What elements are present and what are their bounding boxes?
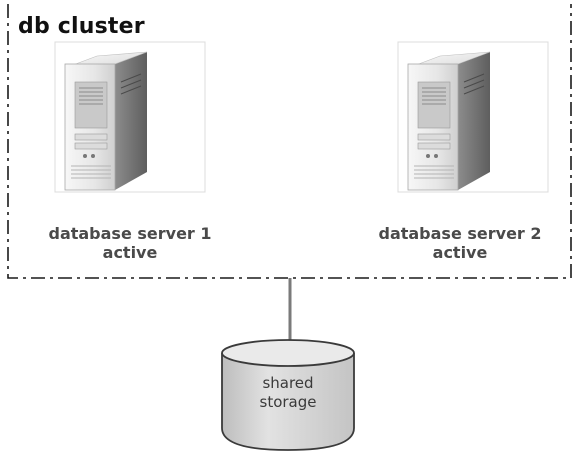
storage-label: shared storage (224, 374, 352, 412)
server-1-status: active (102, 243, 158, 262)
cluster-title: db cluster (18, 14, 145, 39)
storage-label-line2: storage (259, 393, 317, 411)
server-2-icon (397, 41, 549, 193)
server-1-icon (54, 41, 206, 193)
storage-label-line1: shared (262, 374, 314, 392)
database-cylinder-icon (221, 339, 355, 451)
server-2-status: active (432, 243, 488, 262)
server-2-label: database server 2 active (340, 224, 576, 262)
cluster-boundary (7, 4, 572, 279)
server-2-name: database server 2 (378, 224, 542, 243)
server-1-name: database server 1 (48, 224, 212, 243)
server-1-label: database server 1 active (10, 224, 250, 262)
